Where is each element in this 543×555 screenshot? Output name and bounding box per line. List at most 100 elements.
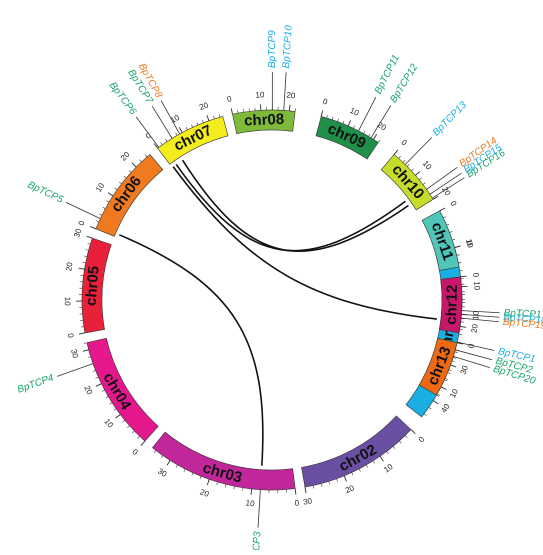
minor-tick bbox=[176, 133, 177, 136]
gene-marker-line bbox=[152, 106, 172, 138]
tick-label: 0 bbox=[144, 131, 153, 141]
minor-tick bbox=[359, 469, 360, 472]
minor-tick bbox=[87, 243, 90, 244]
major-tick bbox=[179, 127, 182, 132]
minor-tick bbox=[329, 481, 330, 484]
major-tick bbox=[79, 333, 85, 334]
minor-tick bbox=[447, 224, 450, 225]
major-tick bbox=[305, 487, 306, 493]
major-tick bbox=[289, 105, 290, 111]
minor-tick bbox=[403, 160, 405, 162]
minor-tick bbox=[399, 156, 401, 158]
tick-label: 10 bbox=[382, 462, 395, 475]
tick-label: 30 bbox=[459, 364, 471, 376]
major-tick bbox=[380, 456, 383, 461]
major-tick bbox=[108, 193, 113, 196]
minor-tick bbox=[115, 188, 117, 190]
minor-tick bbox=[145, 155, 147, 157]
tick-label: 0 bbox=[448, 199, 458, 208]
minor-tick bbox=[393, 446, 395, 448]
minor-tick bbox=[192, 473, 193, 476]
major-tick bbox=[441, 387, 446, 390]
minor-tick bbox=[84, 256, 87, 257]
tick-label: 0 bbox=[471, 272, 481, 278]
major-tick bbox=[207, 479, 209, 485]
minor-tick bbox=[119, 182, 121, 184]
major-tick bbox=[348, 120, 350, 125]
tick-label: 20 bbox=[470, 323, 480, 334]
minor-tick bbox=[450, 231, 453, 232]
minor-tick bbox=[93, 370, 96, 371]
gene-label-BpTCP4: BpTCP4 bbox=[16, 372, 56, 395]
minor-tick bbox=[217, 482, 218, 485]
minor-tick bbox=[337, 479, 338, 482]
major-tick bbox=[90, 227, 96, 229]
minor-tick bbox=[459, 334, 462, 335]
minor-tick bbox=[437, 395, 440, 397]
major-tick bbox=[295, 489, 296, 495]
gene-marker-line bbox=[57, 364, 93, 377]
minor-tick bbox=[186, 127, 187, 130]
major-tick bbox=[231, 108, 232, 114]
minor-tick bbox=[453, 357, 456, 358]
minor-tick bbox=[411, 169, 413, 171]
chromosome-label-chr12: chr12 bbox=[443, 284, 461, 324]
minor-tick bbox=[139, 160, 141, 162]
tick-label: 30 bbox=[69, 348, 80, 359]
minor-tick bbox=[352, 472, 353, 475]
tick-label: 40 bbox=[439, 402, 452, 415]
tick-label: 10 bbox=[448, 387, 460, 400]
minor-tick bbox=[458, 263, 461, 264]
tick-label: 20 bbox=[64, 261, 74, 272]
chromosome-label-chr08: chr08 bbox=[244, 111, 285, 130]
gene-marker-line bbox=[258, 490, 260, 528]
minor-tick bbox=[154, 450, 156, 452]
minor-tick bbox=[378, 140, 380, 142]
tick-label: 0 bbox=[399, 138, 409, 148]
synteny-link bbox=[183, 160, 409, 251]
minor-tick bbox=[191, 125, 192, 128]
minor-tick bbox=[457, 255, 460, 256]
minor-tick bbox=[161, 142, 163, 144]
tick-label: 0 bbox=[322, 97, 329, 107]
major-tick bbox=[433, 401, 438, 404]
minor-tick bbox=[102, 390, 105, 391]
gene-marker-line bbox=[66, 202, 100, 218]
major-tick bbox=[344, 476, 346, 482]
minor-tick bbox=[443, 217, 446, 218]
minor-tick bbox=[449, 370, 452, 371]
minor-tick bbox=[444, 380, 447, 381]
synteny-link bbox=[173, 167, 437, 319]
minor-tick bbox=[407, 164, 409, 166]
tick-label: 10 bbox=[472, 281, 482, 291]
minor-tick bbox=[114, 409, 116, 411]
tick-label: 10 bbox=[245, 498, 255, 508]
gene-label-BpTCP13: BpTCP13 bbox=[431, 100, 470, 139]
gene-label-BpTCP10: BpTCP10 bbox=[281, 24, 295, 68]
minor-tick bbox=[405, 435, 407, 437]
major-tick bbox=[87, 236, 93, 238]
minor-tick bbox=[399, 441, 401, 443]
gene-label-BpTCP5: BpTCP5 bbox=[26, 180, 65, 206]
minor-tick bbox=[83, 262, 86, 263]
gene-label-BpTCP9: BpTCP9 bbox=[267, 30, 278, 68]
major-tick bbox=[116, 415, 121, 419]
tick-label: 30 bbox=[72, 227, 84, 239]
gene-marker-line bbox=[284, 72, 286, 110]
minor-tick bbox=[103, 207, 106, 208]
tick-label: 10 bbox=[94, 181, 107, 194]
major-tick bbox=[132, 163, 136, 167]
major-tick bbox=[411, 430, 415, 434]
minor-tick bbox=[373, 461, 375, 464]
major-tick bbox=[460, 326, 466, 327]
tick-label: 10 bbox=[464, 238, 475, 250]
tick-label: 0 bbox=[77, 219, 87, 227]
tick-label: 0 bbox=[66, 333, 76, 339]
minor-tick bbox=[197, 122, 198, 125]
tick-label: 10 bbox=[169, 113, 182, 125]
minor-tick bbox=[200, 476, 201, 479]
minor-tick bbox=[129, 170, 131, 172]
minor-tick bbox=[84, 343, 87, 344]
minor-tick bbox=[166, 139, 168, 142]
